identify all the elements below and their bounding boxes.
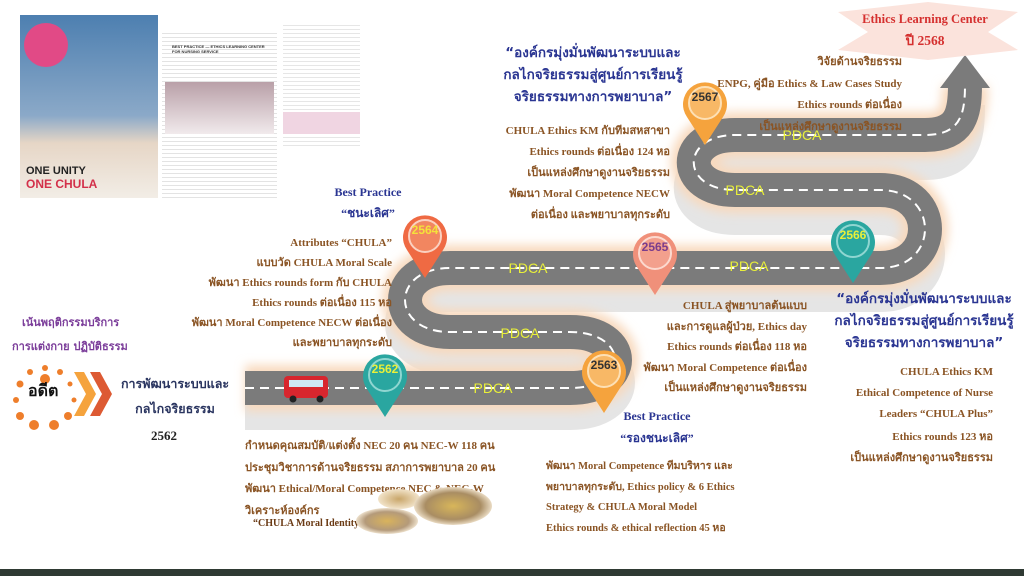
y2563-details: พัฒนา Moral Competence ทีมบริหาร และ พยา… bbox=[546, 457, 735, 539]
quote-line: จริยธรรมทางการพยาบาล” bbox=[513, 89, 673, 105]
bottom-bar bbox=[0, 569, 1024, 576]
quote-line: จริยธรรมทางการพยาบาล” bbox=[844, 335, 1004, 351]
road-dashes bbox=[245, 84, 966, 389]
detail-line: Ethics rounds ต่อเนื่อง 118 หอ bbox=[667, 341, 807, 353]
pin-2563-label: 2563 bbox=[590, 358, 618, 372]
detail-line: กำหนดคุณสมบัติ/แต่งตั้ง NEC 20 คน NEC-W … bbox=[245, 440, 495, 452]
past-title: การพัฒนาระบบและ bbox=[120, 376, 230, 391]
top-quote-block: “องค์กรมุ่งมั่นพัฒนาระบบและ กลไกจริยธรรม… bbox=[497, 44, 689, 106]
past-year: 2562 bbox=[151, 428, 177, 443]
detail-line: พัฒนา Moral Competence NECW ต่อเนื่อง bbox=[191, 317, 392, 329]
detail-line: แบบวัด CHULA Moral Scale bbox=[256, 257, 392, 269]
detail-line: Ethics rounds ต่อเนื่อง 115 หอ bbox=[252, 297, 392, 309]
chevrons-icon bbox=[74, 372, 112, 416]
detail-line: ต่อเนื่อง และพยาบาลทุกระดับ bbox=[530, 209, 670, 221]
cover-text-1: ONE UNITY bbox=[26, 165, 86, 177]
past-badge: อดีต bbox=[28, 381, 59, 400]
detail-line: CHULA สู่พยาบาลต้นแบบ bbox=[682, 300, 807, 312]
pdca-label: PDCA bbox=[782, 127, 822, 143]
detail-line: CHULA Ethics KM bbox=[900, 366, 993, 378]
detail-line: Attributes “CHULA” bbox=[290, 237, 392, 249]
detail-line: Ethics rounds ต่อเนื่อง bbox=[797, 99, 902, 111]
meeting-photo-1 bbox=[378, 489, 420, 509]
detail-line: และพยาบาลทุกระดับ bbox=[292, 337, 392, 349]
pin-2563: 2563 bbox=[580, 349, 628, 420]
detail-line: และการดูแลผู้ป่วย, Ethics day bbox=[666, 320, 807, 333]
pin-2562-label: 2562 bbox=[371, 362, 399, 376]
article-page-2-image bbox=[283, 22, 360, 147]
pin-2567-label: 2567 bbox=[691, 90, 719, 104]
detail-line: Ethics rounds ต่อเนื่อง 124 หอ bbox=[529, 146, 670, 158]
pin-2562: 2562 bbox=[361, 353, 409, 424]
article-title: BEST PRACTICE — ETHICS LEARNING CENTER F… bbox=[172, 44, 265, 54]
award-title: Best Practice bbox=[334, 185, 402, 199]
goal-year: ปี 2568 bbox=[905, 33, 945, 48]
award-level: “รองชนะเลิศ” bbox=[620, 431, 694, 445]
pin-2565: 2565 bbox=[631, 231, 679, 302]
quote-line: กลไกจริยธรรมสู่ศูนย์การเรียนรู้ bbox=[834, 313, 1014, 329]
nurses-group-photo bbox=[165, 82, 274, 134]
award-level: “ชนะเลิศ” bbox=[341, 206, 395, 220]
detail-line: เป็นแหล่งศึกษาดูงานจริยธรรม bbox=[527, 167, 670, 179]
pink-box bbox=[283, 112, 360, 134]
detail-line: พัฒนา Moral Competence NECW bbox=[509, 188, 670, 200]
article-page-image: BEST PRACTICE — ETHICS LEARNING CENTER F… bbox=[162, 30, 277, 200]
pdca-label: PDCA bbox=[508, 260, 548, 276]
detail-line: Ethics rounds & ethical reflection 45 หอ bbox=[546, 522, 726, 534]
y2565-details: CHULA สู่พยาบาลต้นแบบ และการดูแลผู้ป่วย,… bbox=[644, 296, 808, 399]
past-title: กลไกจริยธรรม bbox=[135, 401, 215, 416]
detail-line: พยาบาลทุกระดับ, Ethics policy & 6 Ethics bbox=[546, 481, 735, 493]
quote-line: กลไกจริยธรรมสู่ศูนย์การเรียนรู้ bbox=[503, 67, 683, 83]
goal-star-icon bbox=[838, 2, 1018, 60]
detail-line: Strategy & CHULA Moral Model bbox=[546, 502, 698, 513]
detail-line: พัฒนา Moral Competence ต่อเนื่อง bbox=[643, 361, 808, 374]
bus-icon bbox=[284, 376, 328, 403]
detail-line: พัฒนา Moral Competence ทีมบริหาร และ bbox=[546, 461, 733, 472]
detail-line: วิจัยด้านจริยธรรม bbox=[817, 56, 903, 68]
pdca-label: PDCA bbox=[500, 325, 540, 341]
detail-line: Ethical Competence of Nurse bbox=[855, 387, 993, 399]
quote-line: “องค์กรมุ่งมั่นพัฒนาระบบและ bbox=[505, 45, 681, 61]
pin-2567: 2567 bbox=[681, 81, 729, 152]
y2566-quote: “องค์กรมุ่งมั่นพัฒนาระบบและ กลไกจริยธรรม… bbox=[822, 290, 1024, 352]
detail-line: พัฒนา Ethics rounds form กับ CHULA bbox=[208, 277, 392, 289]
magazine-cover-image: ONE UNITY ONE CHULA bbox=[20, 15, 158, 198]
past-line: การแต่งกาย ปฏิบัติธรรม bbox=[12, 340, 128, 353]
top-quote-details: CHULA Ethics KM กับทีมสหสาขา Ethics roun… bbox=[506, 121, 670, 226]
goal-title: Ethics Learning Center bbox=[862, 12, 988, 26]
pin-2564: 2564 bbox=[401, 214, 449, 285]
past-line: เน้นพฤติกรรมบริการ bbox=[22, 316, 120, 329]
detail-line: CHULA Ethics KM กับทีมสหสาขา bbox=[505, 125, 670, 137]
y2564-details: Attributes “CHULA” แบบวัด CHULA Moral Sc… bbox=[192, 233, 392, 353]
award-title: Best Practice bbox=[623, 409, 691, 423]
quote-line: “องค์กรมุ่งมั่นพัฒนาระบบและ bbox=[836, 291, 1012, 307]
meeting-photo-2 bbox=[414, 487, 492, 525]
detail-line: Leaders “CHULA Plus” bbox=[879, 408, 993, 420]
pin-2564-label: 2564 bbox=[411, 223, 439, 237]
y2567-details: วิจัยด้านจริยธรรม ENPG, คู่มือ Ethics & … bbox=[717, 52, 902, 138]
pdca-label: PDCA bbox=[725, 182, 765, 198]
detail-line: เป็นแหล่งศึกษาดูงานจริยธรรม bbox=[664, 382, 807, 394]
cover-text-2: ONE CHULA bbox=[26, 177, 98, 191]
detail-line: เป็นแหล่งศึกษาดูงานจริยธรรม bbox=[759, 120, 902, 133]
detail-line: วิเคราะห์องค์กร bbox=[245, 504, 320, 517]
detail-line: ENPG, คู่มือ Ethics & Law Cases Study bbox=[717, 77, 902, 90]
pdca-label: PDCA bbox=[473, 380, 513, 396]
road-arrowhead bbox=[940, 55, 990, 88]
detail-line: เป็นแหล่งศึกษาดูงานจริยธรรม bbox=[850, 452, 993, 464]
past-dots-icon bbox=[13, 365, 77, 430]
detail-line: ประชุมวิชาการด้านจริยธรรม สภาการพยาบาล 2… bbox=[245, 461, 496, 474]
pdca-label: PDCA bbox=[729, 258, 769, 274]
pin-2565-label: 2565 bbox=[641, 240, 669, 254]
pin-2566: 2566 bbox=[829, 219, 877, 290]
magazine-logo bbox=[24, 23, 68, 67]
moral-identity: “CHULA Moral Identity” bbox=[253, 518, 365, 529]
y2566-details: CHULA Ethics KM Ethical Competence of Nu… bbox=[850, 362, 993, 469]
pin-2566-label: 2566 bbox=[839, 228, 867, 242]
meeting-photo-3 bbox=[356, 508, 418, 534]
detail-line: Ethics rounds 123 หอ bbox=[892, 431, 993, 443]
